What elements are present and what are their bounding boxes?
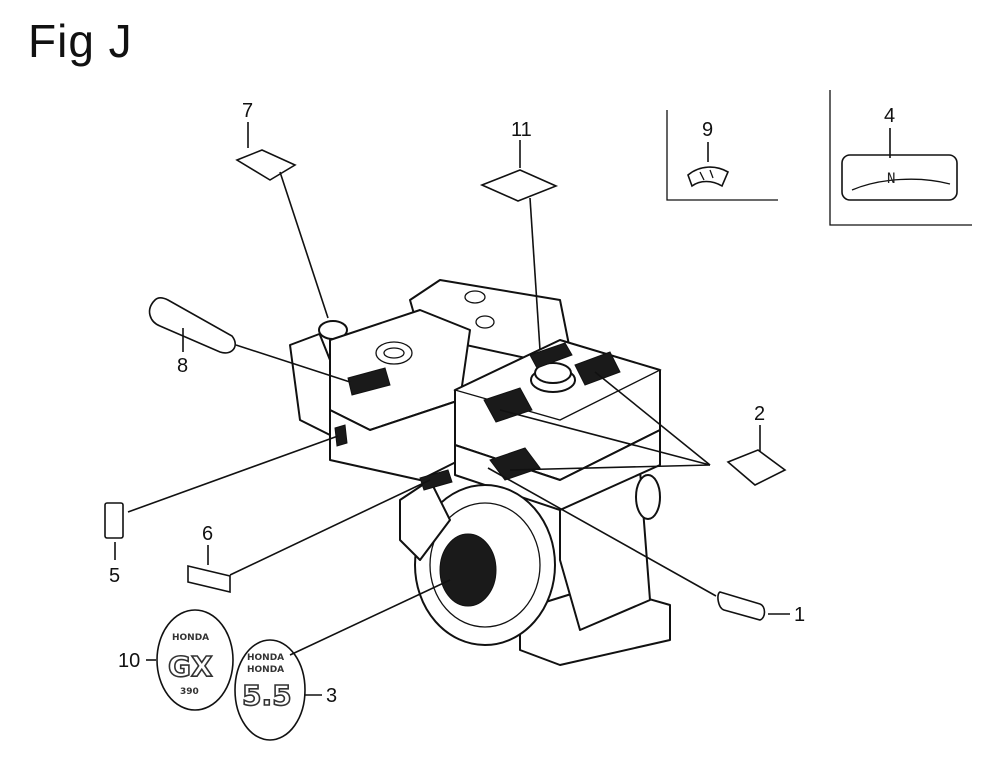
part-9-label (687, 166, 730, 188)
inset-panel-4 (829, 90, 972, 226)
callout-2: 2 (754, 403, 765, 425)
emblem-left-line3: 390 (180, 687, 199, 697)
part-11-label (479, 169, 559, 202)
part-2-label (726, 449, 787, 486)
callout-labels: 7 11 9 4 8 2 5 6 1 10 3 (109, 100, 895, 707)
leader-lines (114, 122, 891, 696)
figure-title: Fig J (28, 15, 133, 67)
part-5-label (104, 502, 124, 539)
emblem-right-line1: HONDA (247, 653, 284, 663)
callout-8: 8 (177, 355, 188, 377)
callout-3: 3 (326, 685, 337, 707)
callout-5: 5 (109, 565, 120, 587)
emblem-left-line2: GX (168, 650, 213, 683)
emblem-left-line1: HONDA (172, 633, 209, 643)
emblem-right-line2: HONDA (247, 665, 284, 675)
starter-grip-hub (439, 533, 497, 607)
emblem-right-big: 5.5 (242, 679, 292, 712)
part-7-label (235, 149, 297, 181)
gauge-mark: N (887, 171, 895, 187)
callout-11: 11 (511, 119, 532, 141)
part-10-emblem: HONDA GX 390 (156, 609, 234, 711)
engine-illustration (289, 279, 671, 666)
part-4-gauge-decal: N (841, 154, 958, 201)
callout-9: 9 (702, 119, 713, 141)
inset-panel-9 (666, 110, 778, 201)
callout-4: 4 (884, 105, 895, 127)
callout-6: 6 (202, 523, 213, 545)
part-3-emblem: HONDA HONDA 5.5 (234, 639, 306, 741)
part-1-label (717, 591, 766, 621)
callout-1: 1 (794, 604, 805, 626)
callout-7: 7 (242, 100, 253, 122)
part-6-label (187, 564, 231, 594)
part-8-label (148, 296, 236, 354)
callout-10: 10 (118, 650, 140, 672)
